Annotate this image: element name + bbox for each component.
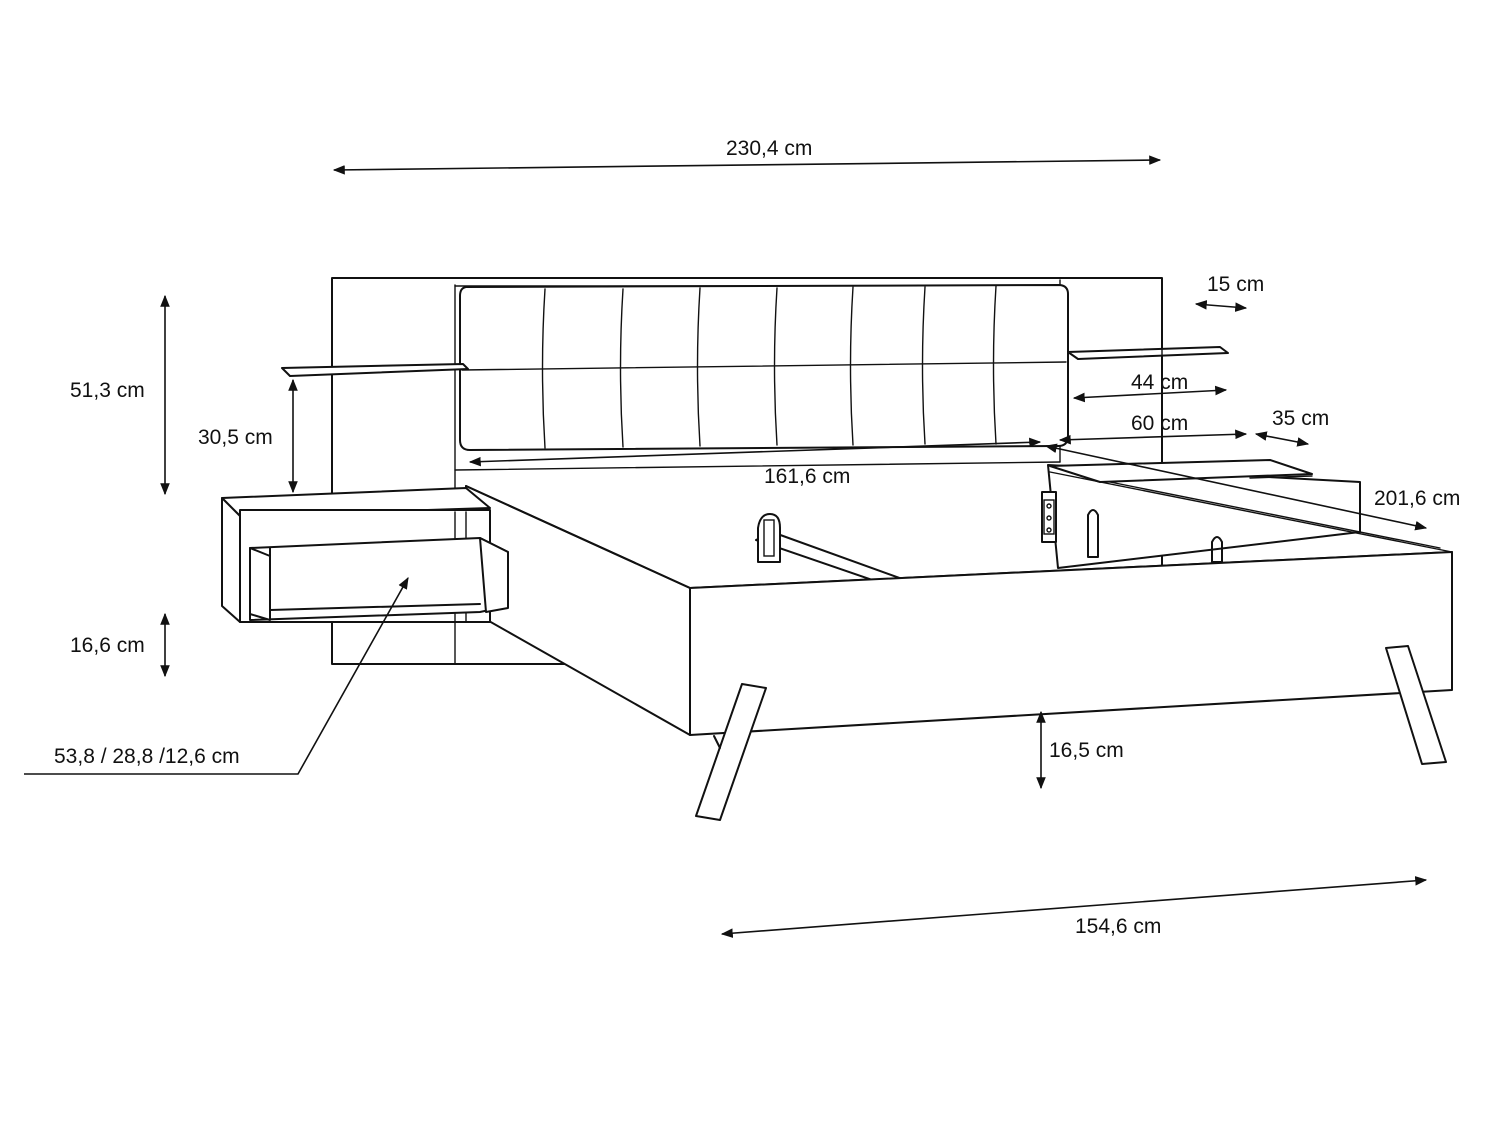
center-slat: [755, 513, 906, 587]
dim-15-line: [1194, 300, 1248, 312]
label-shelf-height: 30,5 cm: [198, 426, 273, 449]
left-shelf: [281, 363, 469, 377]
nightstand-leader: [24, 576, 409, 775]
foot-board: [689, 551, 1453, 736]
label-overall-length: 201,6 cm: [1374, 487, 1460, 510]
label-nightstand-size: 53,8 / 28,8 /12,6 cm: [54, 745, 240, 768]
dim-161-line: [468, 437, 1042, 467]
label-side-offset: 35 cm: [1272, 407, 1329, 430]
label-shelf-44: 44 cm: [1131, 371, 1188, 394]
label-shelf-60: 60 cm: [1131, 412, 1188, 435]
upholstered-cushion: [459, 284, 1069, 451]
label-leg-height: 16,5 cm: [1049, 739, 1124, 762]
label-nightstand-height: 16,6 cm: [70, 634, 145, 657]
dim-44-line: [1072, 385, 1228, 403]
label-inner-width: 161,6 cm: [764, 465, 850, 488]
dimension-lines: [24, 155, 1428, 938]
dim-35-line: [1254, 431, 1310, 447]
label-overall-width: 230,4 cm: [726, 137, 812, 160]
label-shelf-depth: 15 cm: [1207, 273, 1264, 296]
label-headboard-height: 51,3 cm: [70, 379, 145, 402]
dim-60-line: [1058, 429, 1248, 445]
right-shelf: [1067, 346, 1229, 360]
label-frame-width: 154,6 cm: [1075, 915, 1161, 938]
dim-201-line: [1044, 443, 1428, 531]
left-nightstand: [221, 487, 509, 623]
dimension-labels: 230,4 cm 51,3 cm 30,5 cm 16,6 cm 53,8 / …: [54, 137, 1460, 938]
dim-230-line: [332, 155, 1162, 175]
legs: [695, 645, 1447, 821]
dim-154-line: [720, 876, 1428, 938]
